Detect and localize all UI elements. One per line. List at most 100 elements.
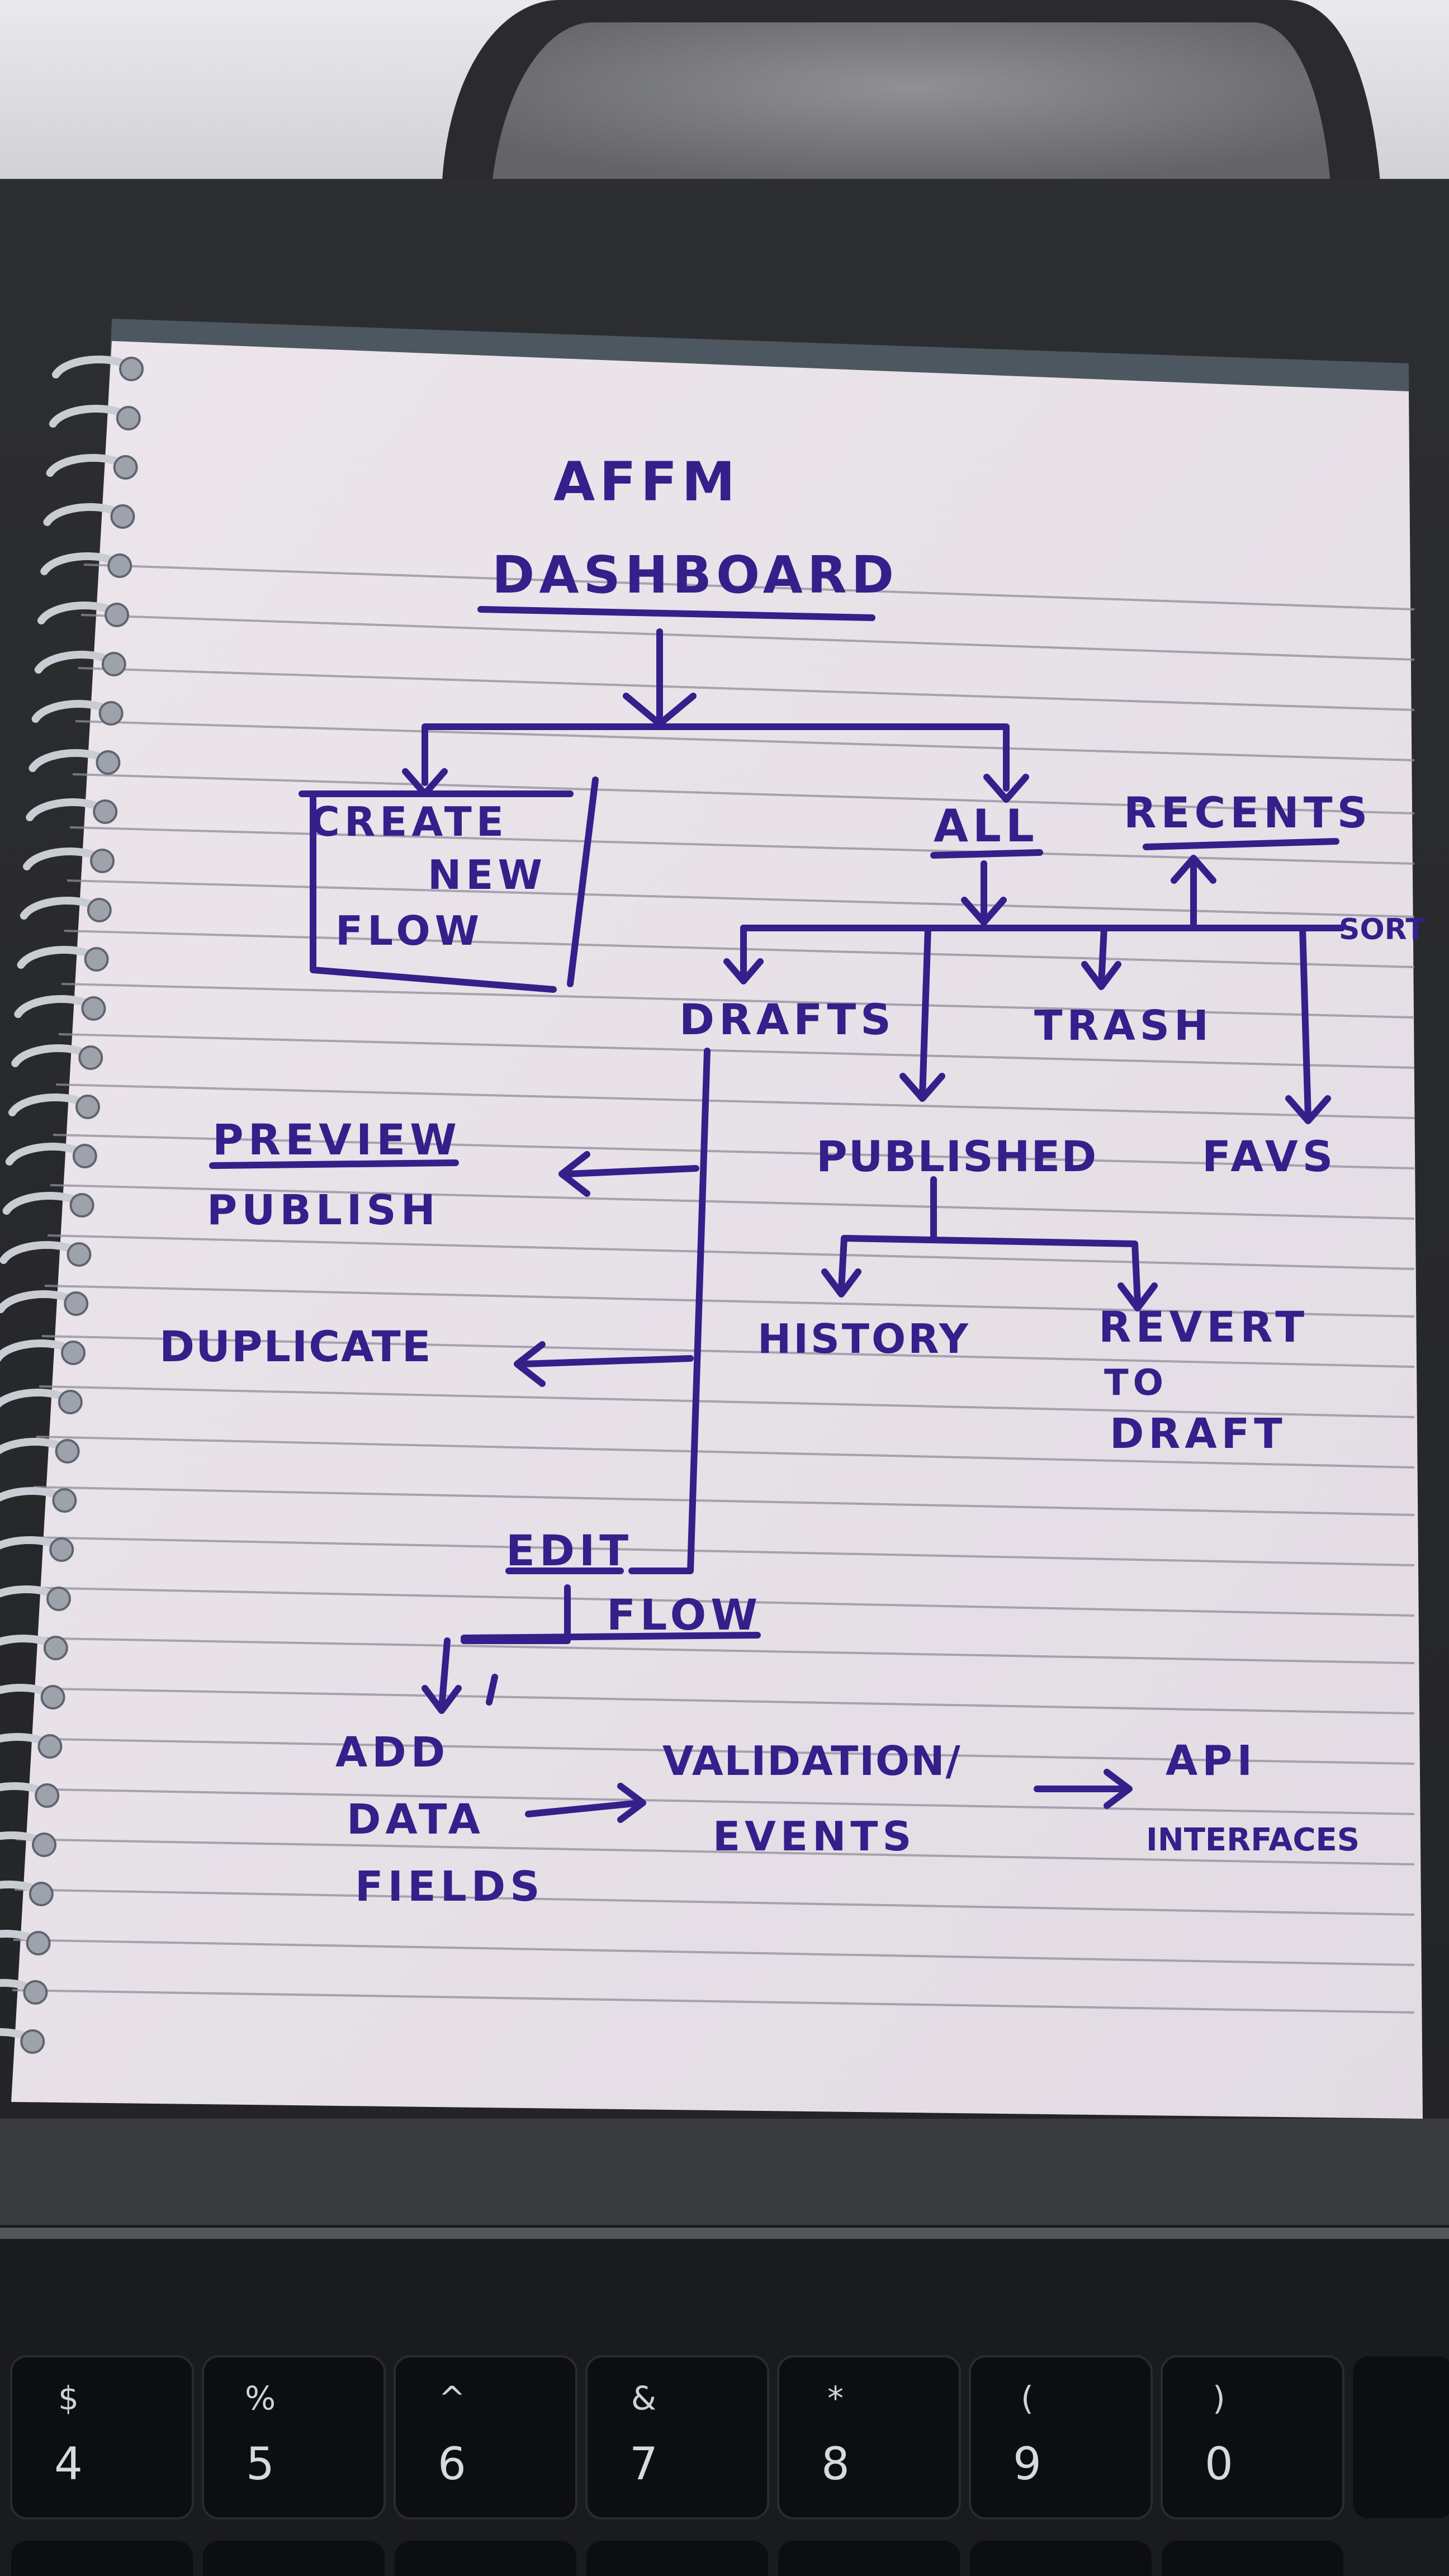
connector-line xyxy=(422,723,1010,792)
binding-hole xyxy=(52,1488,77,1513)
binding-hole xyxy=(40,1685,65,1710)
revert-label-1[interactable]: REVERT xyxy=(1098,1302,1309,1352)
binding-hole xyxy=(58,1390,83,1414)
keyboard-key[interactable] xyxy=(202,2355,386,2520)
binding-hole xyxy=(113,455,138,480)
binding-hole xyxy=(72,1144,97,1168)
key-symbol: & xyxy=(631,2379,656,2417)
binding-hole xyxy=(119,357,144,381)
add-label-3[interactable]: FIELDS xyxy=(355,1863,544,1911)
validation-label-1[interactable]: VALIDATION/ xyxy=(662,1737,962,1784)
preview-label[interactable]: PREVIEW xyxy=(212,1115,461,1164)
edit-label[interactable]: EDIT xyxy=(506,1526,633,1575)
title-line-1: AFFM xyxy=(553,451,740,513)
keyboard-key[interactable] xyxy=(969,2355,1153,2520)
binding-hole xyxy=(43,1636,68,1660)
connector-line xyxy=(628,1048,711,1574)
binding-hole xyxy=(61,1341,86,1365)
binding-hole xyxy=(107,553,132,578)
key-digit: 5 xyxy=(246,2438,274,2490)
binding-hole xyxy=(49,1537,74,1562)
add-label-1[interactable]: ADD xyxy=(335,1729,449,1777)
keyboard-key[interactable] xyxy=(11,2541,193,2576)
key-symbol: ^ xyxy=(438,2379,466,2417)
title-line-2: DASHBOARD xyxy=(492,545,898,605)
diagram-labels: AFFM DASHBOARD CREATE NEW FLOW ALL RECEN… xyxy=(159,451,1426,1911)
revert-label-3[interactable]: DRAFT xyxy=(1110,1410,1287,1458)
api-label-2[interactable]: INTERFACES xyxy=(1146,1822,1360,1858)
keyboard-key[interactable] xyxy=(585,2355,769,2520)
create-label-2[interactable]: NEW xyxy=(428,851,547,898)
binding-hole xyxy=(96,750,121,775)
key-symbol: ( xyxy=(1021,2379,1034,2417)
add-label-2[interactable]: DATA xyxy=(347,1796,485,1844)
drafts-label[interactable]: DRAFTS xyxy=(679,995,896,1044)
binding-hole xyxy=(87,898,112,922)
binding-hole xyxy=(69,1193,94,1218)
title-underline xyxy=(477,606,875,621)
key-digit: 6 xyxy=(438,2438,466,2490)
binding-hole xyxy=(75,1095,100,1119)
keyboard-key[interactable] xyxy=(1162,2541,1343,2576)
keyboard-key[interactable] xyxy=(10,2355,194,2520)
binding-hole xyxy=(67,1242,92,1267)
recents-label[interactable]: RECENTS xyxy=(1124,788,1372,837)
publish-label[interactable]: PUBLISH xyxy=(207,1186,440,1234)
binding-hole xyxy=(23,1980,48,2005)
key-digit: 8 xyxy=(821,2438,850,2490)
binding-hole xyxy=(55,1439,80,1464)
api-label-1[interactable]: API xyxy=(1166,1737,1257,1785)
binding-hole xyxy=(35,1783,60,1808)
key-symbol: ) xyxy=(1213,2379,1225,2417)
binding-hole xyxy=(116,406,141,430)
binding-hole xyxy=(84,947,109,972)
all-label[interactable]: ALL xyxy=(934,800,1039,852)
keyboard-key[interactable] xyxy=(1161,2355,1344,2520)
revert-label-2[interactable]: TO xyxy=(1104,1362,1168,1404)
duplicate-label[interactable]: DUPLICATE xyxy=(159,1322,432,1371)
binding-hole xyxy=(64,1291,89,1316)
binding-hole xyxy=(105,603,129,627)
favs-label[interactable]: FAVS xyxy=(1202,1131,1337,1181)
key-digit: 4 xyxy=(54,2438,83,2490)
key-digit: 0 xyxy=(1205,2438,1233,2490)
create-flow-box xyxy=(299,776,599,993)
spiral-binding xyxy=(0,356,144,2054)
binding-hole xyxy=(110,504,135,529)
key-symbol: * xyxy=(827,2379,844,2417)
keyboard: $4%5^6&7*8(9)0 xyxy=(10,2355,1449,2576)
diagram xyxy=(209,606,1345,1823)
keyboard-key[interactable] xyxy=(777,2355,961,2520)
keyboard-key[interactable] xyxy=(778,2541,960,2576)
keyboard-key[interactable] xyxy=(203,2541,385,2576)
create-label-1[interactable]: CREATE xyxy=(310,798,508,845)
binding-hole xyxy=(90,849,115,873)
keyboard-key[interactable] xyxy=(1353,2356,1449,2518)
sort-label[interactable]: SORT xyxy=(1339,913,1426,946)
validation-label-2[interactable]: EVENTS xyxy=(713,1813,916,1860)
key-symbol: % xyxy=(245,2379,276,2417)
connector-line xyxy=(461,1584,761,1644)
trash-label[interactable]: TRASH xyxy=(1034,1002,1213,1050)
binding-hole xyxy=(101,652,126,676)
connector-line xyxy=(838,1235,1141,1306)
key-symbol: $ xyxy=(58,2379,79,2417)
history-label[interactable]: HISTORY xyxy=(757,1315,970,1362)
binding-hole xyxy=(37,1734,63,1759)
notebook-page xyxy=(11,341,1423,2119)
key-digit: 9 xyxy=(1013,2438,1041,2490)
binding-hole xyxy=(81,996,106,1021)
binding-hole xyxy=(98,701,124,726)
keyboard-key[interactable] xyxy=(586,2541,768,2576)
ruled-lines xyxy=(12,564,1415,2014)
binding-hole xyxy=(78,1045,103,1070)
binding-hole xyxy=(93,799,118,824)
flow-label[interactable]: FLOW xyxy=(607,1590,762,1640)
keyboard-key[interactable] xyxy=(395,2541,576,2576)
published-label[interactable]: PUBLISHED xyxy=(816,1131,1097,1181)
binding-hole xyxy=(32,1832,56,1857)
keyboard-key[interactable] xyxy=(394,2355,577,2520)
create-label-3[interactable]: FLOW xyxy=(335,907,484,954)
keyboard-key[interactable] xyxy=(970,2541,1152,2576)
